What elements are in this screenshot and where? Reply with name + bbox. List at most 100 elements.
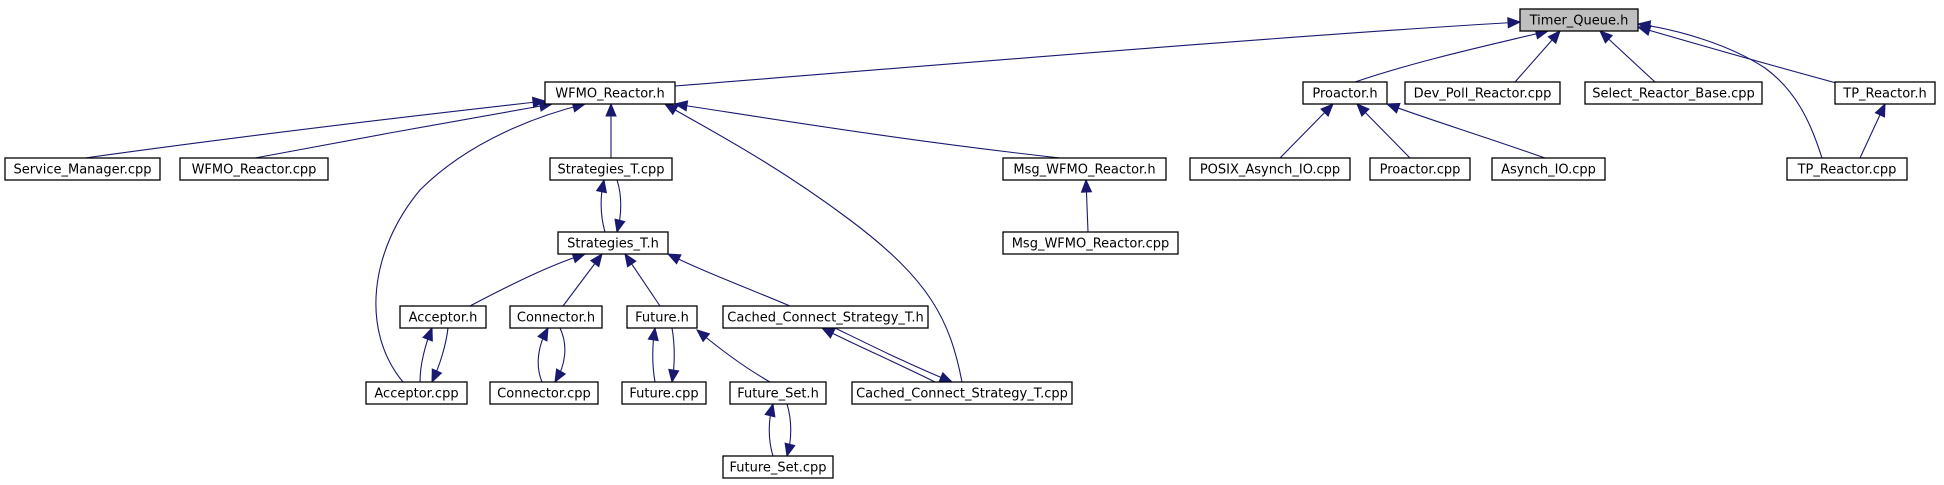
node-box[interactable]: [621, 381, 707, 405]
node-box[interactable]: [1189, 157, 1351, 181]
edge-line: [821, 327, 936, 383]
node-box[interactable]: [1002, 231, 1179, 255]
node-label: Future.cpp: [629, 387, 698, 402]
node-box[interactable]: [1369, 157, 1471, 181]
node-box[interactable]: [549, 157, 673, 181]
node-wfmo_reactor_cpp[interactable]: WFMO_Reactor.cpp: [179, 157, 329, 181]
node-box[interactable]: [1519, 8, 1639, 32]
edge-tp_reactor_cpp-to-timer_queue_h: [1636, 20, 1823, 159]
node-label: Acceptor.h: [409, 311, 478, 326]
edge-connector_cpp-to-connector_h: [537, 326, 549, 383]
node-label: Select_Reactor_Base.cpp: [1592, 87, 1755, 102]
node-acceptor_h[interactable]: Acceptor.h: [399, 305, 487, 329]
node-service_manager_cpp[interactable]: Service_Manager.cpp: [4, 157, 161, 181]
arrowhead: [1080, 178, 1093, 193]
node-label: Proactor.cpp: [1380, 163, 1461, 178]
edge-line: [834, 327, 953, 383]
node-label: Asynch_IO.cpp: [1501, 163, 1596, 178]
arrowhead: [605, 102, 617, 117]
node-box[interactable]: [4, 157, 161, 181]
node-label: Future_Set.cpp: [729, 461, 826, 476]
edge-future_cpp-to-future_h: [647, 326, 659, 383]
node-box[interactable]: [179, 157, 329, 181]
node-box[interactable]: [509, 305, 603, 329]
edge-msg_wfmo_reactor_h-to-wfmo_reactor_h: [673, 100, 1061, 159]
node-box[interactable]: [1786, 157, 1908, 181]
node-box[interactable]: [1491, 157, 1606, 181]
edge-acceptor_cpp-to-wfmo_reactor_h: [375, 101, 587, 383]
node-box[interactable]: [851, 381, 1073, 405]
node-box[interactable]: [557, 231, 669, 255]
arrowhead: [531, 96, 547, 109]
node-label: Timer_Queue.h: [1529, 14, 1629, 29]
arrowhead: [663, 103, 679, 116]
node-connector_h[interactable]: Connector.h: [509, 305, 603, 329]
arrowhead: [1636, 20, 1652, 32]
node-msg_wfmo_reactor_cpp[interactable]: Msg_WFMO_Reactor.cpp: [1002, 231, 1179, 255]
node-strategies_t_h[interactable]: Strategies_T.h: [557, 231, 669, 255]
node-label: Strategies_T.cpp: [557, 163, 664, 178]
arrowhead: [1320, 103, 1334, 117]
node-proactor_h[interactable]: Proactor.h: [1302, 81, 1388, 105]
node-tp_reactor_h[interactable]: TP_Reactor.h: [1834, 81, 1936, 105]
node-future_set_cpp[interactable]: Future_Set.cpp: [722, 455, 834, 479]
edge-service_manager_cpp-to-wfmo_reactor_h: [84, 96, 547, 159]
edge-asynch_io_cpp-to-proactor_h: [1385, 102, 1546, 159]
node-box[interactable]: [626, 305, 698, 329]
edge-acceptor_h-to-strategies_t_h: [469, 252, 587, 307]
arrowhead: [554, 368, 567, 384]
node-future_h[interactable]: Future.h: [626, 305, 698, 329]
node-future_set_h[interactable]: Future_Set.h: [729, 381, 827, 405]
node-asynch_io_cpp[interactable]: Asynch_IO.cpp: [1491, 157, 1606, 181]
edge-posix_asynch_io_cpp-to-proactor_h: [1279, 103, 1334, 159]
node-wfmo_reactor_h[interactable]: WFMO_Reactor.h: [544, 81, 676, 105]
arrowhead: [1507, 17, 1522, 29]
arrowhead: [820, 327, 836, 339]
node-box[interactable]: [1002, 157, 1167, 181]
node-label: TP_Reactor.h: [1842, 87, 1926, 102]
edge-line: [1386, 103, 1546, 159]
edge-future_h-to-future_cpp: [668, 327, 680, 384]
node-box[interactable]: [489, 381, 599, 405]
edges-layer: [84, 17, 1886, 458]
edge-cached_connect_strategy_t_h-to-cached_connect_strategy_t_cpp: [834, 327, 954, 383]
node-box[interactable]: [544, 81, 676, 105]
node-box[interactable]: [365, 381, 468, 405]
node-label: Future.h: [635, 311, 689, 326]
edge-tp_reactor_cpp-to-tp_reactor_h: [1859, 102, 1886, 159]
node-box[interactable]: [399, 305, 487, 329]
node-cached_connect_strategy_t_cpp[interactable]: Cached_Connect_Strategy_T.cpp: [851, 381, 1073, 405]
node-box[interactable]: [729, 381, 827, 405]
node-future_cpp[interactable]: Future.cpp: [621, 381, 707, 405]
arrowhead: [668, 368, 680, 384]
node-proactor_cpp[interactable]: Proactor.cpp: [1369, 157, 1471, 181]
node-select_reactor_base_cpp[interactable]: Select_Reactor_Base.cpp: [1584, 81, 1763, 105]
arrowhead: [784, 442, 796, 458]
node-strategies_t_cpp[interactable]: Strategies_T.cpp: [549, 157, 673, 181]
node-dev_poll_reactor_cpp[interactable]: Dev_Poll_Reactor.cpp: [1404, 81, 1561, 105]
node-box[interactable]: [1404, 81, 1561, 105]
edge-cached_connect_strategy_t_cpp-to-cached_connect_strategy_t_h: [820, 327, 936, 383]
node-tp_reactor_cpp[interactable]: TP_Reactor.cpp: [1786, 157, 1908, 181]
arrowhead: [589, 252, 603, 268]
node-box[interactable]: [722, 455, 834, 479]
node-label: WFMO_Reactor.h: [555, 87, 664, 102]
edge-tp_reactor_h-to-timer_queue_h: [1636, 24, 1841, 85]
node-label: Connector.h: [517, 311, 595, 326]
node-timer_queue_h[interactable]: Timer_Queue.h: [1519, 8, 1639, 32]
node-msg_wfmo_reactor_h[interactable]: Msg_WFMO_Reactor.h: [1002, 157, 1167, 181]
node-posix_asynch_io_cpp[interactable]: POSIX_Asynch_IO.cpp: [1189, 157, 1351, 181]
node-acceptor_cpp[interactable]: Acceptor.cpp: [365, 381, 468, 405]
node-box[interactable]: [1834, 81, 1936, 105]
edge-strategies_t_cpp-to-wfmo_reactor_h: [605, 102, 617, 158]
node-label: Msg_WFMO_Reactor.cpp: [1012, 237, 1170, 252]
node-box[interactable]: [1584, 81, 1763, 105]
edge-connector_h-to-strategies_t_h: [562, 252, 603, 307]
node-cached_connect_strategy_t_h[interactable]: Cached_Connect_Strategy_T.h: [722, 305, 929, 329]
node-connector_cpp[interactable]: Connector.cpp: [489, 381, 599, 405]
edge-line: [375, 103, 586, 383]
node-box[interactable]: [722, 305, 929, 329]
node-label: Connector.cpp: [497, 387, 591, 402]
node-box[interactable]: [1302, 81, 1388, 105]
